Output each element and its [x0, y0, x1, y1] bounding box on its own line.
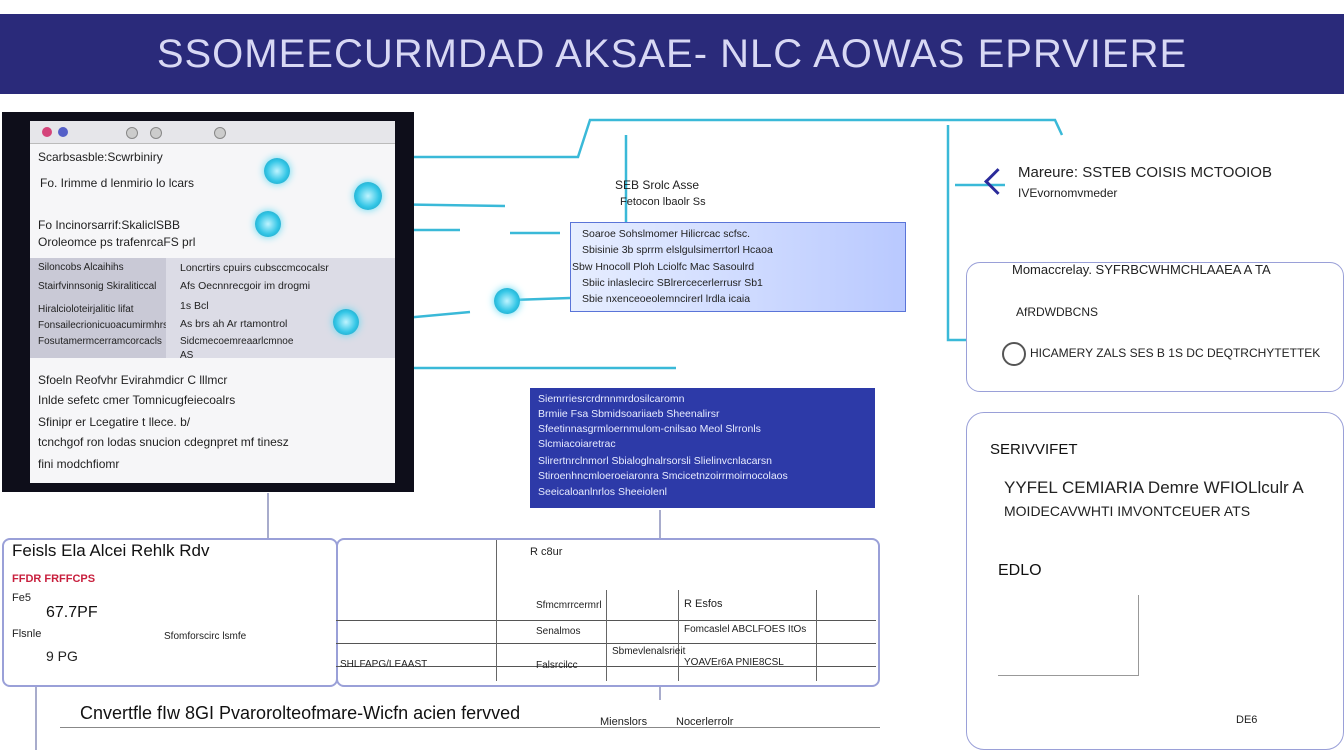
- footer-label: Nocerlerrolr: [676, 716, 734, 728]
- panel-line: Sidcmecoemreaarlcmnoe: [180, 336, 294, 347]
- grid-cell: YOAVEr6A PNIE8CSL: [684, 657, 784, 668]
- window-line: Fonsailecrionicuoacumirmhrs: [38, 320, 169, 331]
- table-small: Flsnle: [12, 628, 42, 640]
- status-title: Momaccrelay. SYFRBCWHMCHLAAEA A TA: [1012, 262, 1271, 277]
- status-label: AfRDWDBCNS: [1016, 305, 1099, 319]
- panel-line: AS: [180, 350, 194, 361]
- grid-cell: Sfomforscirc lsmfe: [164, 631, 247, 642]
- service-card: [966, 412, 1344, 750]
- minimize-dot-icon[interactable]: [58, 127, 68, 137]
- details-box: [530, 388, 875, 508]
- nav-button-icon[interactable]: [150, 127, 162, 139]
- node-icon[interactable]: [333, 309, 359, 335]
- close-dot-icon[interactable]: [42, 127, 52, 137]
- window-line: Fo. Irimme d lenmirio lo lcars: [40, 176, 195, 190]
- service-footer: DE6: [1236, 714, 1258, 726]
- window-line: Fosutamermcerramcorcacls: [38, 336, 162, 347]
- window-line: Sfoeln Reofvhr Evirahmdicr C lllmcr: [38, 373, 228, 387]
- node-icon[interactable]: [494, 288, 520, 314]
- service-row[interactable]: YYFEL CEMIARIA Demre WFIOLlculr A: [1004, 478, 1304, 497]
- service-title: SERIVVIFET: [990, 441, 1078, 458]
- service-subtitle: EDLO: [998, 562, 1042, 579]
- node-icon[interactable]: [255, 211, 281, 237]
- grid-cell: SHLFAPG/LEAAST: [340, 659, 428, 670]
- alert-label: FFDR FRFFCPS: [12, 573, 96, 585]
- right-top-title: Mareure: SSTEB COISIS MCTOOIOB: [1018, 164, 1272, 181]
- table-panel-title: Feisls Ela Alcei Rehlk Rdv: [12, 541, 210, 560]
- panel-line: Afs Oecnnrecgoir im drogmi: [180, 280, 311, 292]
- window-line: tcnchgof ron lodas snucion cdegnpret mf …: [38, 435, 289, 449]
- service-row[interactable]: MOIDECAVWHTI IMVONTCEUER ATS: [1004, 503, 1251, 519]
- info-line: Soaroe Sohslmomer Hilicrcac scfsc.: [582, 228, 751, 240]
- info-line: Sbiic inlaslecirc SBlrercecerlerrusr Sb1: [582, 277, 763, 289]
- grid-cell: Falsrcilcc: [536, 660, 578, 671]
- footer-line: [60, 727, 880, 728]
- details-line: Stiroenhncmloeroeiaronra Smcicetnzoirrmo…: [538, 470, 788, 482]
- status-card: [966, 262, 1344, 392]
- footer-label: Mienslors: [600, 716, 648, 728]
- grid-line: [496, 540, 497, 681]
- grid-label: R c8ur: [530, 546, 563, 558]
- details-line: Siemrriesrcrdrnnmrdosilcaromn: [538, 393, 685, 405]
- window-line: Fo Incinorsarrif:SkaliclSBB: [38, 218, 181, 232]
- grid-cell: Fomcaslel ABCLFOES ItOs: [684, 624, 807, 635]
- panel-line: Loncrtirs cpuirs cubsccmcocalsr: [180, 262, 329, 274]
- service-chart-frame: [998, 595, 1139, 676]
- table-small: 9 PG: [46, 648, 78, 664]
- grid-cell: Senalmos: [536, 626, 581, 637]
- status-icon: [1002, 342, 1026, 366]
- details-line: Slirertnrclnmorl Sbialoglnalrsorsli Slie…: [538, 455, 772, 467]
- grid-line: [816, 590, 817, 681]
- grid-cell: Sbmevlenalsrieit: [612, 646, 686, 657]
- details-line: Seeicaloanlnrlos Sheeiolenl: [538, 486, 668, 498]
- grid-line: [678, 590, 679, 681]
- window-line: Inlde sefetc cmer Tomnicugfeiecoalrs: [38, 393, 236, 407]
- panel-line: As brs ah Ar rtamontrol: [180, 318, 288, 330]
- nav-button-icon[interactable]: [214, 127, 226, 139]
- footer-caption: Cnvertfle fIw 8GI Pvarorolteofmare-Wicfn…: [80, 703, 521, 723]
- grid-header: R Esfos: [684, 598, 723, 610]
- window-line: Hiralcioloteirjalitic lifat: [38, 304, 134, 315]
- center-label: SEB Srolc Asse: [615, 178, 700, 192]
- table-value: 67.7PF: [46, 604, 98, 621]
- window-line: fini modchfiomr: [38, 457, 120, 471]
- status-line: HICAMERY ZALS SES B 1S DC DEQTRCHYTETTEK: [1030, 346, 1321, 360]
- title-bar: [0, 14, 1344, 94]
- grid-cell: Sfmcmrrcermrl: [536, 600, 602, 611]
- details-line: Sfeetinnasgrmloernmulom-cnilsao Meol Slr…: [538, 423, 761, 435]
- window-line: Stairfvinnsonig Skiraliticcal: [38, 281, 157, 292]
- panel-line: 1s Bcl: [180, 300, 209, 312]
- info-line: Sbie nxenceoeolemncirerl lrdla icaia: [582, 293, 751, 305]
- table-small: Fe5: [12, 592, 31, 604]
- right-top-sub: IVEvornomvmeder: [1018, 186, 1118, 200]
- window-line: Oroleomce ps trafenrcaFS prl: [38, 235, 196, 249]
- grid-panel: [336, 538, 880, 687]
- center-sublabel: Fetocon lbaolr Ss: [620, 196, 706, 208]
- info-box: [570, 222, 906, 312]
- node-icon[interactable]: [354, 182, 382, 210]
- table-panel: [2, 538, 338, 687]
- node-icon[interactable]: [264, 158, 290, 184]
- window-line: Sfinipr er Lcegatire t llece. b/: [38, 415, 191, 429]
- inner-panel: [166, 258, 395, 358]
- details-line: Brmiie Fsa Sbmidsoariiaeb Sheenalirsr: [538, 408, 720, 420]
- grid-line: [606, 590, 607, 681]
- window-line: Siloncobs Alcaihihs: [38, 262, 124, 273]
- window-line: Scarbsasble:Scwrbiniry: [38, 150, 163, 164]
- page-title: SSOMEECURMDAD AKSAE- NLC AOWAS EPRVIERE: [156, 32, 1188, 76]
- details-line: Slcmiacoiaretrac: [538, 438, 616, 450]
- info-line: Sbw Hnocoll Ploh Lciolfc Mac Sasoulrd: [572, 261, 755, 273]
- nav-button-icon[interactable]: [126, 127, 138, 139]
- window-toolbar: [30, 121, 395, 144]
- info-line: Sbisinie 3b sprrm elslgulsimerrtorl Hcao…: [582, 244, 773, 256]
